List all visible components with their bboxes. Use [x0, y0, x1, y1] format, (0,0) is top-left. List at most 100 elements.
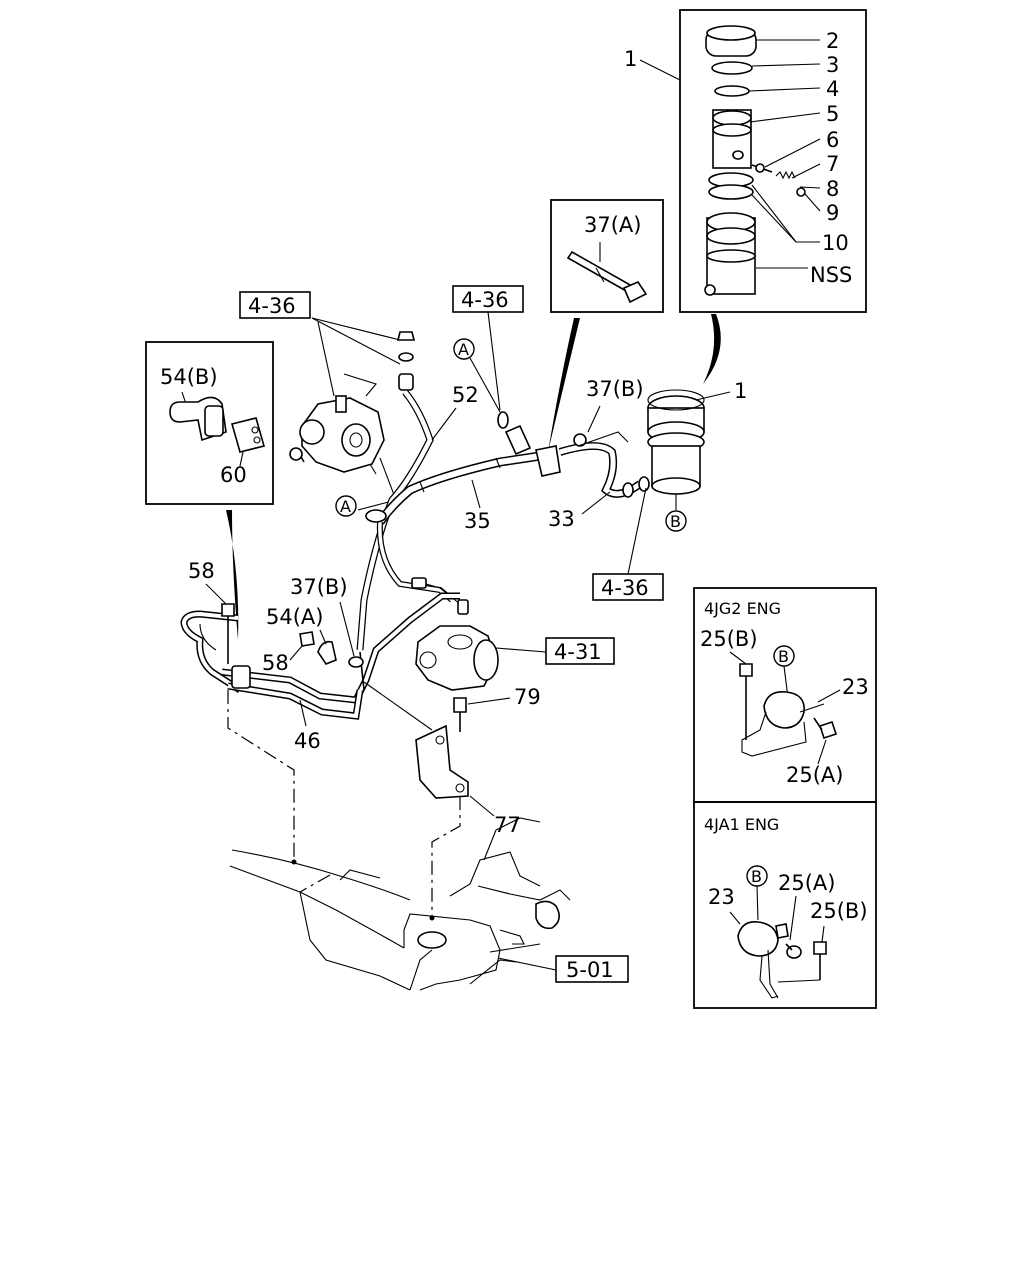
callout-7: 7 [826, 152, 839, 176]
banjo-bolt [396, 331, 416, 341]
panel-4jg2-title: 4JG2 ENG [704, 599, 781, 618]
callout-9: 9 [826, 201, 839, 225]
clamp-buckle [622, 281, 648, 304]
hose-clamp-37a [535, 445, 561, 477]
bolt-58-mid [299, 631, 315, 647]
pointer-clamp-to-hose [548, 318, 580, 452]
callout-1-exploded: 1 [624, 47, 637, 71]
callout-54b: 54(B) [160, 365, 218, 389]
ball-icon [796, 187, 806, 197]
callout-nss: NSS [810, 263, 852, 287]
filter-element [712, 109, 752, 169]
mark-b-4jg2-label: B [778, 647, 789, 666]
exploded-view-frame [679, 9, 867, 313]
callout-4: 4 [826, 77, 839, 101]
callout-37a: 37(A) [584, 213, 641, 237]
ref-box-4-36-mid [452, 285, 524, 313]
ref-4-36-mid: 4-36 [461, 288, 509, 312]
callout-79: 79 [514, 685, 541, 709]
bolt-head [755, 163, 765, 173]
mark-a-top-label: A [458, 340, 469, 359]
callout-37b-top: 37(B) [586, 377, 644, 401]
callout-6: 6 [826, 128, 839, 152]
panel-4ja1-25a: 25(A) [778, 871, 835, 895]
panel-4jg2-25a: 25(A) [786, 763, 843, 787]
bracket-77 [415, 724, 469, 799]
mark-b-tank [665, 510, 687, 532]
frame-bushing [535, 900, 560, 930]
frame-mount-boss [417, 931, 447, 949]
clamp-37a-inset: 37(A) [550, 199, 664, 313]
cap-gasket [711, 61, 753, 75]
callout-35: 35 [464, 509, 491, 533]
hose-fitting-nut [497, 411, 509, 429]
mark-b-4ja1-label: B [751, 867, 762, 886]
hose-clip-37b [573, 433, 587, 447]
chassis-frame: 5-01 [227, 690, 629, 991]
callout-46: 46 [294, 729, 321, 753]
callout-54a: 54(A) [266, 605, 323, 629]
panel-4ja1-eng: 4JA1 ENG B 25(A) 23 25(B) [693, 801, 877, 1009]
panel-4jg2-23: 23 [842, 675, 869, 699]
panel-4ja1-25b: 25(B) [810, 899, 868, 923]
ref-box-4-31 [545, 637, 615, 665]
mark-a-top [453, 338, 475, 360]
clip-54b-frame [145, 341, 274, 505]
washer [398, 352, 414, 362]
ref-4-31: 4-31 [554, 640, 602, 664]
mount-line-left [227, 690, 295, 862]
ref-5-01: 5-01 [566, 958, 614, 982]
hose-lines [356, 389, 650, 651]
callout-58-mid: 58 [262, 651, 289, 675]
hose-connector [504, 424, 532, 456]
bolt-25b-4ja1 [813, 941, 827, 955]
steering-gear-lines [180, 592, 499, 799]
callout-37b-mid: 37(B) [290, 575, 348, 599]
pipe-clamp-block [231, 665, 251, 689]
ref-4-36-pump: 4-36 [248, 294, 296, 318]
clamp-37a-frame [550, 199, 664, 313]
hose-clamp [365, 509, 387, 523]
clip-54b-inset: 54(B) 60 [145, 341, 274, 505]
bracket-23-4ja1 [737, 920, 779, 957]
panel-4ja1-frame [693, 801, 877, 1009]
callout-60: 60 [220, 463, 247, 487]
panel-4jg2-eng: 4JG2 ENG 25(B) B 23 25(A) [693, 587, 877, 803]
mount-line-bracket [431, 796, 461, 920]
reservoir-cap [705, 25, 757, 57]
oil-reservoir-tank: 1 B 37(B) [586, 377, 747, 532]
clip-54a [317, 640, 337, 665]
reservoir-body [704, 172, 756, 296]
mid-labels: 4-36 A 52 35 33 4-36 [431, 285, 664, 601]
callout-77: 77 [494, 813, 521, 837]
mark-a-pump [335, 495, 357, 517]
reservoir-exploded-view: 2 3 4 5 6 7 8 9 10 NSS 1 [624, 9, 867, 313]
bolt-25b-4jg2 [739, 663, 753, 677]
bolt-79 [453, 697, 467, 713]
bracket-23-4jg2 [763, 690, 805, 729]
clip-cushion [231, 417, 265, 453]
bolt-58-top [221, 603, 235, 617]
panel-4jg2-25b: 25(B) [700, 627, 758, 651]
pointer-exploded-to-tank [703, 314, 721, 384]
clip-37b-mid [348, 656, 364, 668]
callout-52: 52 [452, 383, 479, 407]
mark-b-tank-label: B [670, 512, 681, 531]
power-steering-pump: 4-36 A [239, 291, 416, 517]
panel-4ja1-23: 23 [708, 885, 735, 909]
bolt-25a-4jg2 [818, 720, 838, 740]
lower-labels: 58 37(B) 54(A) 58 46 79 77 4-31 [188, 559, 615, 837]
mark-a-pump-label: A [340, 497, 351, 516]
callout-2: 2 [826, 29, 839, 53]
callout-8: 8 [826, 177, 839, 201]
callout-5: 5 [826, 102, 839, 126]
callout-58-top: 58 [188, 559, 215, 583]
callout-1-tank: 1 [734, 379, 747, 403]
callout-3: 3 [826, 53, 839, 77]
spring-icon [775, 170, 796, 180]
pointer-clip-to-pipe [226, 510, 239, 640]
ref-4-36-tank: 4-36 [601, 576, 649, 600]
panel-4ja1-title: 4JA1 ENG [704, 815, 779, 834]
callout-33: 33 [548, 507, 575, 531]
